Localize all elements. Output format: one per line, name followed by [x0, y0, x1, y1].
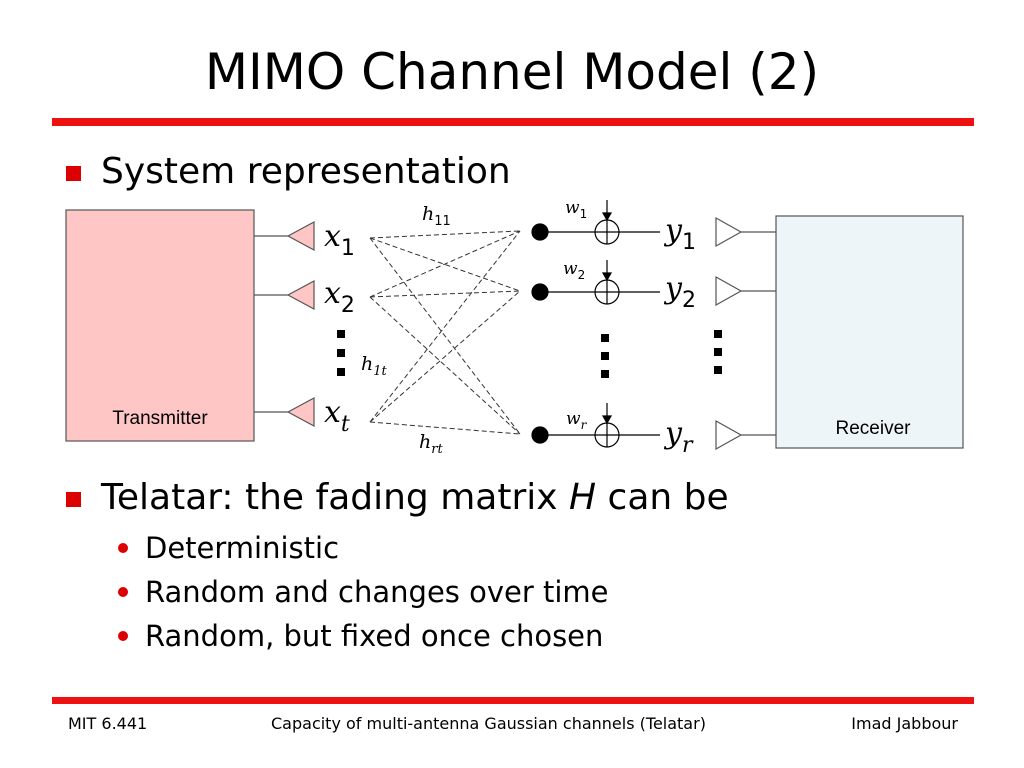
transmitter-label: Transmitter [112, 408, 208, 429]
bullet-system-representation: System representation [101, 151, 511, 192]
sub-bullet-dot-icon [118, 631, 128, 641]
adder-2 [594, 260, 620, 305]
gain-label-h11: h11 [422, 203, 451, 229]
rx-antenna-2 [715, 275, 743, 307]
bullet-telatar: Telatar: the fading matrix H can be [101, 476, 729, 520]
rx-node-2 [531, 283, 549, 301]
bullet-square-icon [66, 492, 81, 507]
receiver-box [775, 215, 964, 449]
rx-symbol-1: y1 [663, 213, 696, 255]
adder-r [594, 403, 620, 448]
footer-divider [52, 697, 974, 704]
transmitter-box [65, 209, 255, 442]
tx-symbol-t: xt [324, 395, 350, 437]
rx-ellipsis [601, 334, 609, 378]
rx-node-r [531, 426, 549, 444]
sub-bullet-random-changing: Random and changes over time [145, 575, 609, 609]
tx-antennas [254, 220, 315, 428]
rx-side-ellipsis [714, 330, 722, 374]
bullet-telatar-matrix-symbol: H [569, 477, 597, 518]
tx-symbol-2: x2 [324, 276, 355, 318]
title-divider [52, 118, 974, 126]
footer-author: Imad Jabbour [851, 714, 958, 733]
sub-bullet-deterministic: Deterministic [145, 531, 340, 565]
bullet-square-icon [66, 166, 81, 181]
sub-bullet-random-fixed: Random, but fixed once chosen [145, 619, 604, 653]
footer-talk-title: Capacity of multi-antenna Gaussian chann… [271, 714, 706, 733]
footer-course: MIT 6.441 [68, 714, 148, 733]
rx-antennas [715, 216, 776, 451]
rx-symbol-2: y2 [663, 271, 696, 313]
rx-nodes [531, 223, 660, 444]
mimo-system-diagram: Transmitter Receiver x1 x2 xt [65, 198, 964, 458]
gain-label-hrt: hrt [419, 431, 443, 457]
noise-label-w2: w2 [563, 259, 585, 282]
adder-1 [594, 200, 620, 245]
bullet-telatar-text-before: Telatar: the fading matrix [101, 477, 570, 518]
tx-antenna-1 [286, 220, 315, 252]
tx-ellipsis [337, 330, 345, 376]
noise-label-w1: w1 [565, 198, 587, 221]
noise-label-wr: wr [566, 409, 588, 432]
rx-symbol-r: yr [663, 416, 694, 458]
adders [594, 200, 620, 448]
rx-node-1 [531, 223, 549, 241]
gain-label-h1t: h1t [361, 353, 388, 379]
tx-antenna-t [286, 396, 315, 428]
bullet-telatar-text-after: can be [596, 477, 729, 518]
sub-bullet-dot-icon [118, 587, 128, 597]
channel-paths [369, 230, 521, 435]
receiver-label: Receiver [836, 418, 912, 439]
slide-title: MIMO Channel Model (2) [204, 43, 820, 101]
rx-antenna-1 [715, 216, 743, 248]
tx-symbol-1: x1 [324, 219, 355, 261]
sub-bullet-dot-icon [118, 543, 128, 553]
rx-antenna-r [715, 419, 743, 451]
tx-antenna-2 [286, 279, 315, 311]
